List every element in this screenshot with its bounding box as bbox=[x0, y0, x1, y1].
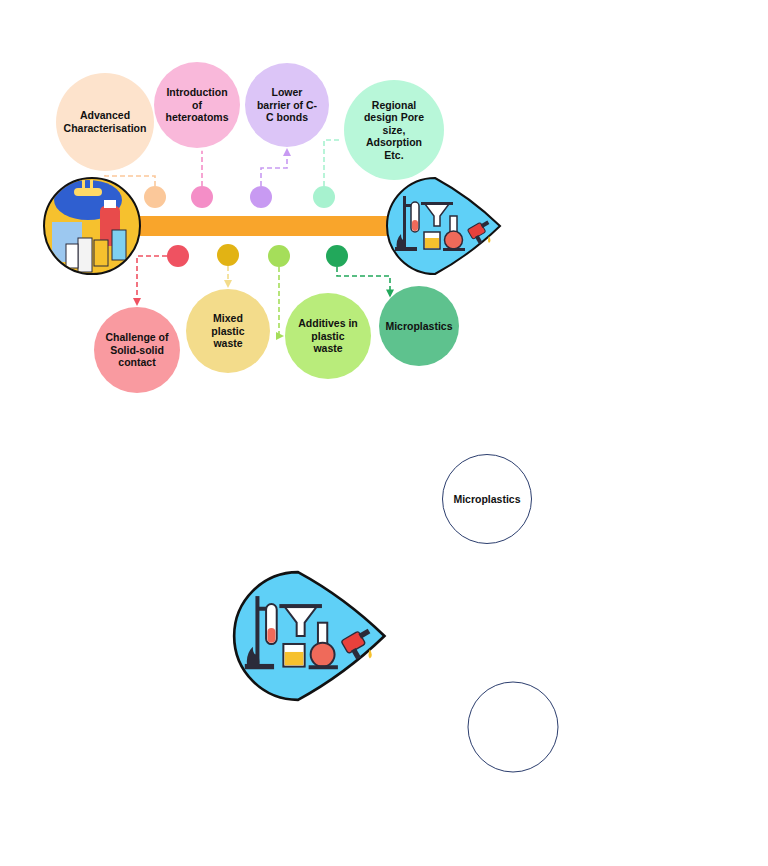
topic-circle: Regional design Pore size, Adsorption Et… bbox=[344, 80, 444, 180]
topic-circle: Advanced Characterisation bbox=[56, 73, 154, 171]
lab-fuel-icon bbox=[387, 178, 500, 274]
leader-arrowhead bbox=[133, 298, 141, 306]
topic-circle: Additives in plastic waste bbox=[285, 293, 371, 379]
leader-line bbox=[201, 151, 203, 186]
topic-circle: Microplastics bbox=[442, 454, 532, 544]
leader-line bbox=[137, 256, 167, 304]
empty-circle bbox=[468, 682, 558, 772]
topic-circle: Mixed plastic waste bbox=[186, 289, 270, 373]
lab-fuel-icon bbox=[234, 572, 384, 700]
circle-label: Advanced Characterisation bbox=[63, 109, 147, 134]
text-wrap: Introduction of heteroatoms bbox=[165, 86, 229, 124]
text-wrap: Microplastics bbox=[453, 493, 520, 506]
circle-label: Regional design Pore size, Adsorption Et… bbox=[363, 99, 425, 162]
text-wrap: Regional design Pore size, Adsorption Et… bbox=[363, 99, 425, 162]
topic-circle: Introduction of heteroatoms bbox=[154, 62, 240, 148]
circle-label: Lower barrier of C-C bonds bbox=[256, 86, 318, 124]
circle-label: Introduction of heteroatoms bbox=[165, 86, 229, 124]
circle-label: Microplastics bbox=[385, 320, 452, 333]
leader-arrowhead bbox=[224, 280, 232, 288]
text-wrap: Microplastics bbox=[385, 320, 452, 333]
leader-line bbox=[324, 140, 340, 186]
leader-arrowhead bbox=[276, 332, 284, 340]
text-wrap: Challenge of Solid-solid contact bbox=[105, 331, 169, 369]
circle-label: Challenge of Solid-solid contact bbox=[105, 331, 169, 369]
circle-label: Microplastics bbox=[453, 493, 520, 506]
timeline-bar bbox=[128, 216, 396, 236]
circle-label: Additives in plastic waste bbox=[296, 317, 360, 355]
plastic-waste-icon bbox=[44, 178, 140, 274]
circle-label: Mixed plastic waste bbox=[197, 312, 259, 350]
text-wrap: Additives in plastic waste bbox=[296, 317, 360, 355]
topic-circle: Challenge of Solid-solid contact bbox=[94, 307, 180, 393]
text-wrap: Advanced Characterisation bbox=[63, 109, 147, 134]
leader-arrowhead bbox=[283, 148, 291, 156]
text-wrap: Lower barrier of C-C bonds bbox=[256, 86, 318, 124]
leader-line bbox=[279, 267, 282, 336]
text-wrap: Mixed plastic waste bbox=[197, 312, 259, 350]
leader-line bbox=[261, 150, 287, 186]
topic-circle: Microplastics bbox=[379, 286, 459, 366]
timeline-dots bbox=[144, 186, 348, 267]
topic-circle: Lower barrier of C-C bonds bbox=[245, 63, 329, 147]
leader-line bbox=[337, 267, 390, 295]
